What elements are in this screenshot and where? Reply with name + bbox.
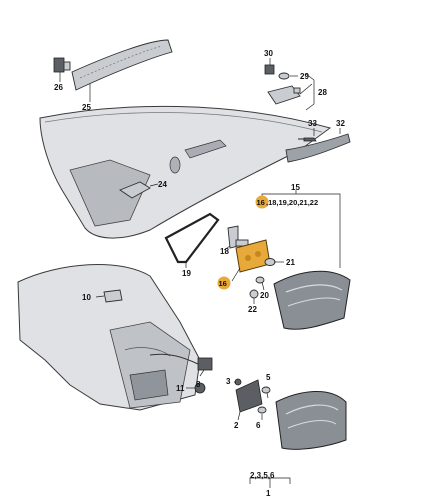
callout-5: 5 — [266, 373, 271, 382]
callout-16-lower: 16 — [217, 276, 231, 290]
part-18-holder — [227, 225, 249, 249]
callout-1: 1 — [266, 489, 271, 498]
callout-21: 21 — [286, 258, 295, 267]
part-30-clip — [264, 64, 275, 75]
callout-3: 3 — [226, 377, 231, 386]
callout-16-group: 16 ,18,19,20,21,22 — [255, 195, 318, 209]
part-29-bulb — [278, 72, 290, 80]
callout-24: 24 — [158, 180, 167, 189]
callout-32: 32 — [336, 119, 345, 128]
callout-25: 25 — [82, 103, 91, 112]
callout-labels: 1 2 2,3,5,6 3 5 6 8 10 11 15 16 ,18,19,2… — [54, 49, 345, 498]
callout-2: 2 — [234, 421, 239, 430]
callout-16-top: 16 — [257, 198, 265, 207]
part-19-seal — [164, 212, 220, 264]
part-6-bulb — [257, 406, 267, 414]
part-28-lamp-housing — [267, 85, 301, 105]
part-2-bulb-carrier — [235, 379, 263, 413]
callout-2-3-5-6: 2,3,5,6 — [250, 471, 275, 480]
part-21-bulb — [264, 258, 276, 266]
part-10-buffer — [103, 289, 123, 303]
callout-29: 29 — [300, 72, 309, 81]
callout-18: 18 — [220, 247, 229, 256]
outer-tail-lamp — [275, 390, 347, 450]
callout-6: 6 — [256, 421, 261, 430]
rear-quarter-body — [17, 264, 201, 411]
callout-19: 19 — [182, 269, 191, 278]
callout-11: 11 — [176, 384, 185, 393]
tailgate — [39, 105, 332, 239]
callout-26: 26 — [54, 83, 63, 92]
callout-22: 22 — [248, 305, 257, 314]
part-22-bulb — [249, 289, 259, 299]
part-5-bulb — [261, 386, 271, 394]
callout-30: 30 — [264, 49, 273, 58]
part-25-brake-light — [71, 39, 173, 91]
callout-28: 28 — [318, 88, 327, 97]
part-32-trim-strip — [285, 133, 351, 163]
callout-15: 15 — [291, 183, 300, 192]
callout-20: 20 — [260, 291, 269, 300]
part-24-lamp — [119, 181, 159, 199]
part-26-bracket — [53, 57, 71, 73]
part-8-connector — [149, 353, 213, 371]
callout-16-group-rest: ,18,19,20,21,22 — [266, 198, 318, 207]
inner-tail-lamp — [273, 270, 351, 330]
part-20-bulb — [255, 276, 265, 284]
part-33-screw — [298, 137, 317, 142]
callout-8: 8 — [196, 380, 201, 389]
callout-16-low: 16 — [219, 279, 227, 288]
callout-10: 10 — [82, 293, 91, 302]
part-16-bulb-carrier-highlighted — [235, 239, 271, 273]
callout-33: 33 — [308, 119, 317, 128]
